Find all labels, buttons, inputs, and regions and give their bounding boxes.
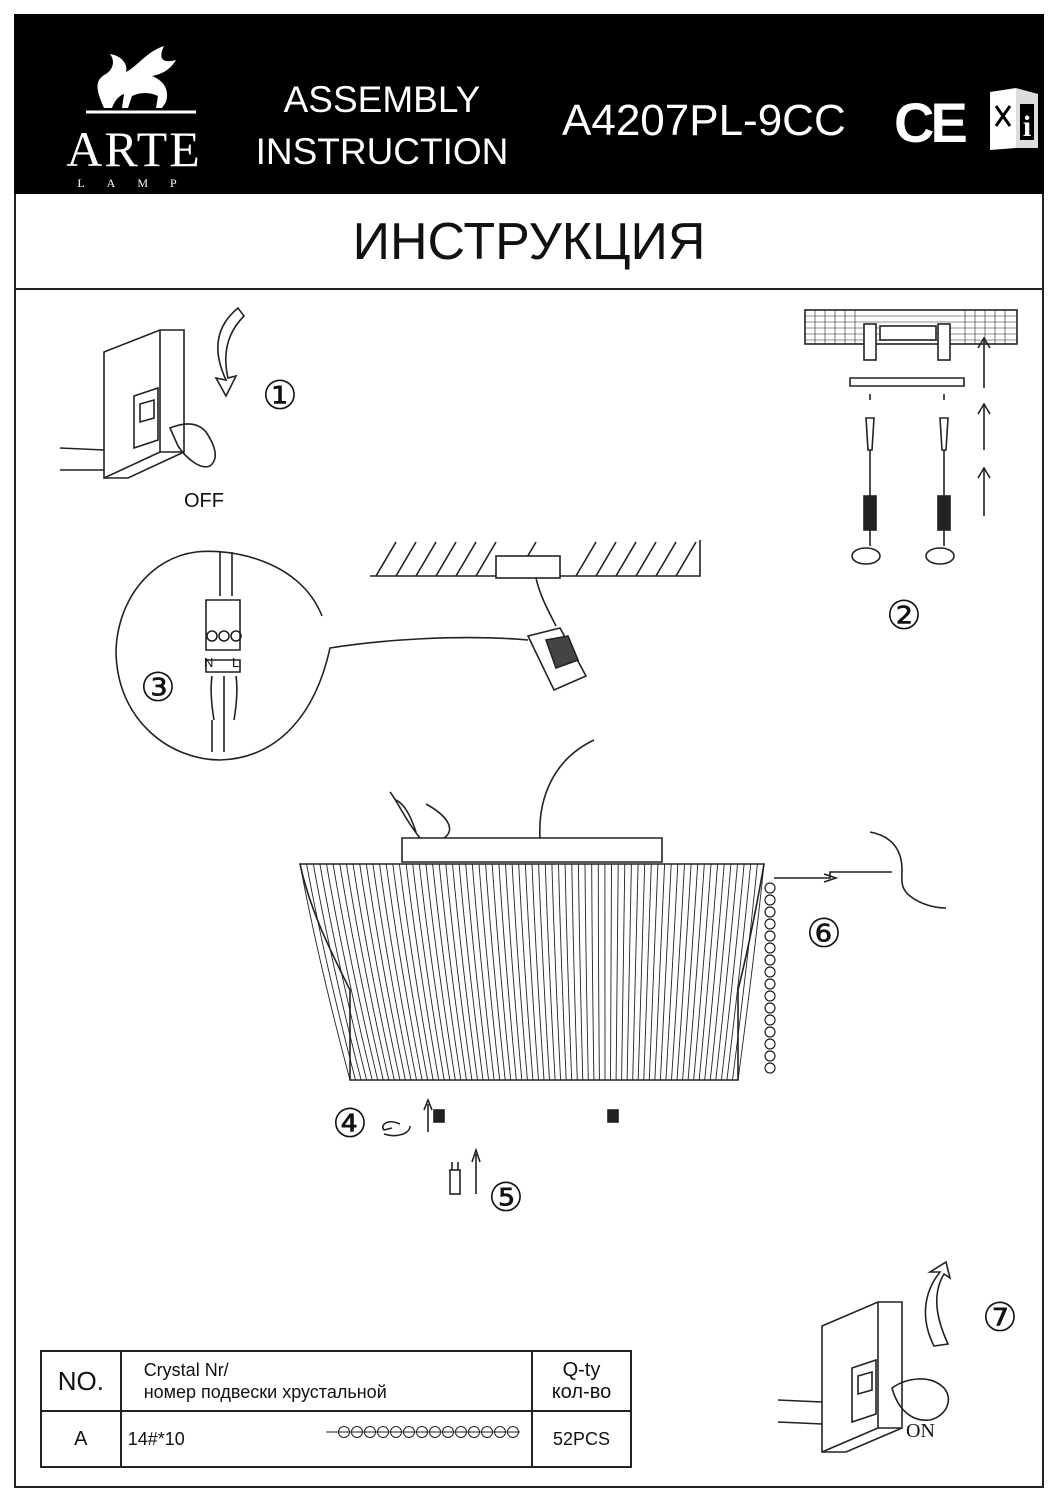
step6-crystal-string-illustration (774, 831, 947, 909)
switch-off-label: OFF (184, 490, 224, 512)
step2-mounting-illustration (804, 309, 1018, 565)
switch-on-label: ON (906, 1420, 935, 1442)
brand-subtitle: LAMP (77, 176, 199, 190)
terminal-l-label: L (232, 655, 240, 670)
header-qty: Q-ty кол-во (530, 1350, 633, 1412)
step3-wiring-illustration (115, 540, 701, 761)
terminal-n-label: N (204, 655, 214, 670)
row-qty: 52PCS (530, 1410, 633, 1468)
step-number-4: ④ (332, 1101, 368, 1147)
step5-bulb-illustration (449, 1147, 481, 1195)
header-no: NO. (40, 1350, 122, 1412)
doc-type-line1: ASSEMBLY (283, 79, 481, 120)
parts-table-header: NO. Crystal Nr/ номер подвески хрустальн… (40, 1350, 633, 1412)
step1-switch-off-illustration (59, 306, 246, 479)
document-type: ASSEMBLY INSTRUCTION (252, 74, 512, 178)
step-number-3: ③ (140, 665, 176, 711)
title-row: ИНСТРУКЦИЯ (14, 194, 1044, 290)
table-row: A 14#*10 52PCS (40, 1410, 633, 1468)
doc-type-line2: INSTRUCTION (255, 131, 509, 172)
step-number-6: ⑥ (806, 911, 842, 957)
row-no: A (40, 1410, 122, 1468)
parts-table: NO. Crystal Nr/ номер подвески хрустальн… (40, 1350, 633, 1468)
read-manual-icon: i (990, 88, 1038, 150)
header-qty-line2: кол-во (551, 1381, 612, 1403)
step4-bulb-cap-illustration (382, 1097, 619, 1137)
header-qty-line1: Q-ty (562, 1359, 601, 1381)
ce-mark-icon: CE (894, 91, 968, 154)
header-crystal-line2: номер подвески хрустальной (143, 1382, 387, 1402)
step7-switch-on-illustration (777, 1260, 952, 1453)
step-number-2: ② (886, 593, 922, 639)
row-crystal-code: 14#*10 (127, 1428, 185, 1449)
step-number-1: ① (262, 373, 298, 419)
lamp-shade-pleats (299, 863, 765, 1081)
model-number: A4207PL-9CC (562, 96, 846, 145)
header-bar: ARTE LAMP ASSEMBLY INSTRUCTION A4207PL-9… (14, 14, 1044, 194)
page-title: ИНСТРУКЦИЯ (352, 213, 706, 271)
header-crystal-line1: Crystal Nr/ (143, 1360, 229, 1380)
step-number-5: ⑤ (488, 1175, 524, 1221)
row-crystal: 14#*10 (119, 1410, 533, 1468)
lion-logo-icon (86, 46, 196, 114)
step-number-7: ⑦ (982, 1295, 1018, 1341)
brand-name: ARTE (66, 121, 202, 177)
svg-text:i: i (1023, 110, 1031, 143)
crystal-bead-string (764, 882, 776, 1074)
header-crystal: Crystal Nr/ номер подвески хрустальной (119, 1350, 533, 1412)
